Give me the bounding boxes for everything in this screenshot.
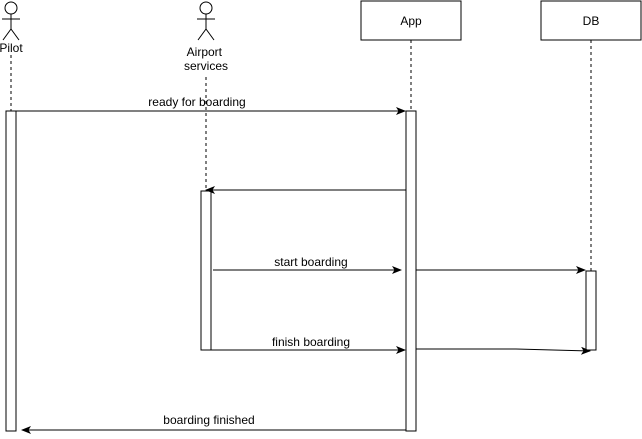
- db-participant-box: [540, 0, 642, 41]
- pilot-activation-bar: [5, 110, 17, 432]
- message-label-ready-for-boarding: ready for boarding: [148, 95, 245, 109]
- message-label-finish-boarding: finish boarding: [272, 335, 350, 349]
- pilot-actor-icon: [2, 1, 20, 41]
- message-label-boarding-finished: boarding finished: [163, 413, 254, 427]
- airport-services-label-line-2: services: [184, 59, 228, 73]
- app-label: App: [400, 14, 422, 28]
- message-arrow-app-to-db-finish: [416, 346, 591, 355]
- airport-services-actor-icon: [197, 1, 215, 41]
- db-label: DB: [583, 14, 600, 28]
- app-participant-box: [360, 0, 462, 41]
- airport-activation-bar: [200, 190, 212, 351]
- message-label-start-boarding: start boarding: [274, 255, 347, 269]
- pilot-label: Pilot: [0, 41, 23, 55]
- airport-services-label: Airport services: [184, 45, 228, 73]
- app-activation-bar: [405, 110, 417, 432]
- airport-services-label-line-1: Airport: [187, 45, 223, 59]
- db-activation-bar: [585, 270, 597, 351]
